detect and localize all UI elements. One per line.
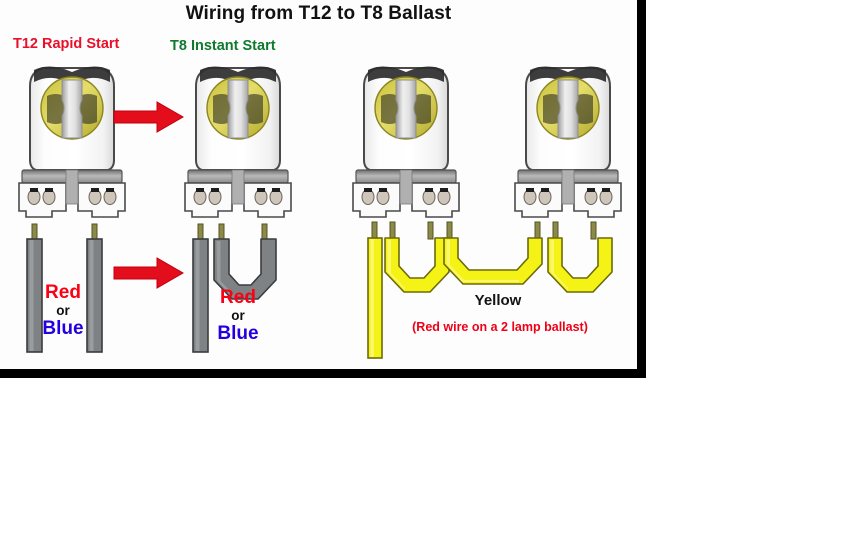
yellow-wire-group-icon — [367, 221, 613, 359]
t8-gray-wires — [192, 223, 277, 353]
lamp-holder-socket-t12 — [16, 56, 128, 224]
diagram-canvas: Wiring from T12 to T8 Ballast T12 Rapid … — [13, 3, 624, 359]
lamp-holder-icon — [514, 66, 622, 218]
right-arrow-icon — [113, 101, 185, 133]
lamp-holder-icon — [352, 66, 460, 218]
label-t8-instant-start: T8 Instant Start — [170, 38, 276, 54]
diagram-frame: Wiring from T12 to T8 Ballast T12 Rapid … — [0, 0, 646, 378]
wire-caption-blue: Blue — [217, 323, 259, 345]
wire-caption-t8: Red or Blue — [200, 288, 276, 344]
page-title: Wiring from T12 to T8 Ballast — [185, 3, 452, 24]
wire-caption-or: or — [231, 307, 245, 323]
yellow-wires — [367, 221, 613, 359]
wire-caption-or: or — [56, 302, 70, 318]
lamp-holder-socket-t8 — [182, 56, 294, 224]
lamp-holder-socket-fourth — [512, 56, 624, 224]
lamp-holder-socket-third — [350, 56, 462, 224]
lamp-holder-icon — [184, 66, 292, 218]
label-ballast-note: (Red wire on a 2 lamp ballast) — [412, 320, 588, 334]
right-arrow-icon — [113, 257, 185, 289]
arrow-socket-transition — [113, 100, 185, 134]
wire-caption-red: Red — [45, 282, 81, 303]
wire-caption-t12: Red or Blue — [28, 283, 98, 339]
lamp-holder-icon — [18, 66, 126, 218]
gray-wire-group-icon — [26, 223, 103, 353]
wire-caption-blue: Blue — [42, 318, 84, 340]
t12-gray-wires — [26, 223, 103, 353]
arrow-wire-transition — [113, 256, 185, 290]
label-yellow: Yellow — [474, 292, 522, 309]
label-t12-rapid-start: T12 Rapid Start — [13, 36, 120, 52]
gray-wire-group-icon — [192, 223, 277, 353]
wire-caption-red: Red — [220, 287, 256, 308]
